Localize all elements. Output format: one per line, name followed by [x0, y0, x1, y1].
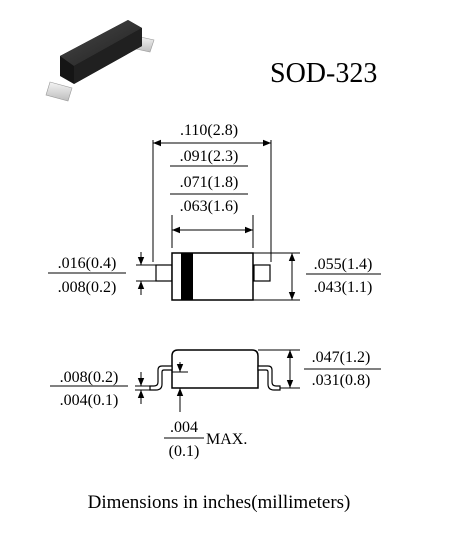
- right-lead: [253, 264, 271, 282]
- lead-width-max: .016(0.4): [58, 255, 117, 272]
- height-max: .047(1.2): [312, 349, 371, 366]
- standoff-inch: .004: [170, 419, 198, 436]
- package-body-side: [171, 349, 259, 389]
- standoff-mm: (0.1): [169, 443, 200, 460]
- overall-length-min: .091(2.3): [180, 148, 239, 165]
- lead-thickness-max: .008(0.2): [60, 369, 119, 386]
- lead-thickness-min: .004(0.1): [60, 392, 119, 409]
- dimensions-caption: Dimensions in inches(millimeters): [88, 492, 351, 513]
- side-view: .047(1.2) .031(0.8) .008(0.2) .004(0.1) …: [50, 349, 381, 460]
- top-view: .110(2.8) .091(2.3) .071(1.8) .063(1.6) …: [48, 122, 381, 301]
- package-title: SOD-323: [270, 58, 377, 89]
- height-min: .031(0.8): [312, 372, 371, 389]
- standoff-max-label: MAX.: [206, 431, 247, 448]
- sod323-package-icon: [45, 20, 155, 102]
- body-width-max: .055(1.4): [314, 256, 373, 273]
- left-lead: [155, 264, 173, 282]
- body-length-max: .071(1.8): [180, 174, 239, 191]
- body-length-min: .063(1.6): [180, 198, 239, 215]
- body-width-min: .043(1.1): [314, 279, 373, 296]
- cathode-band: [181, 253, 193, 300]
- right-lead-side: [257, 365, 281, 391]
- left-lead-side: [149, 365, 173, 391]
- lead-width-min: .008(0.2): [58, 279, 117, 296]
- overall-length-max: .110(2.8): [180, 122, 238, 139]
